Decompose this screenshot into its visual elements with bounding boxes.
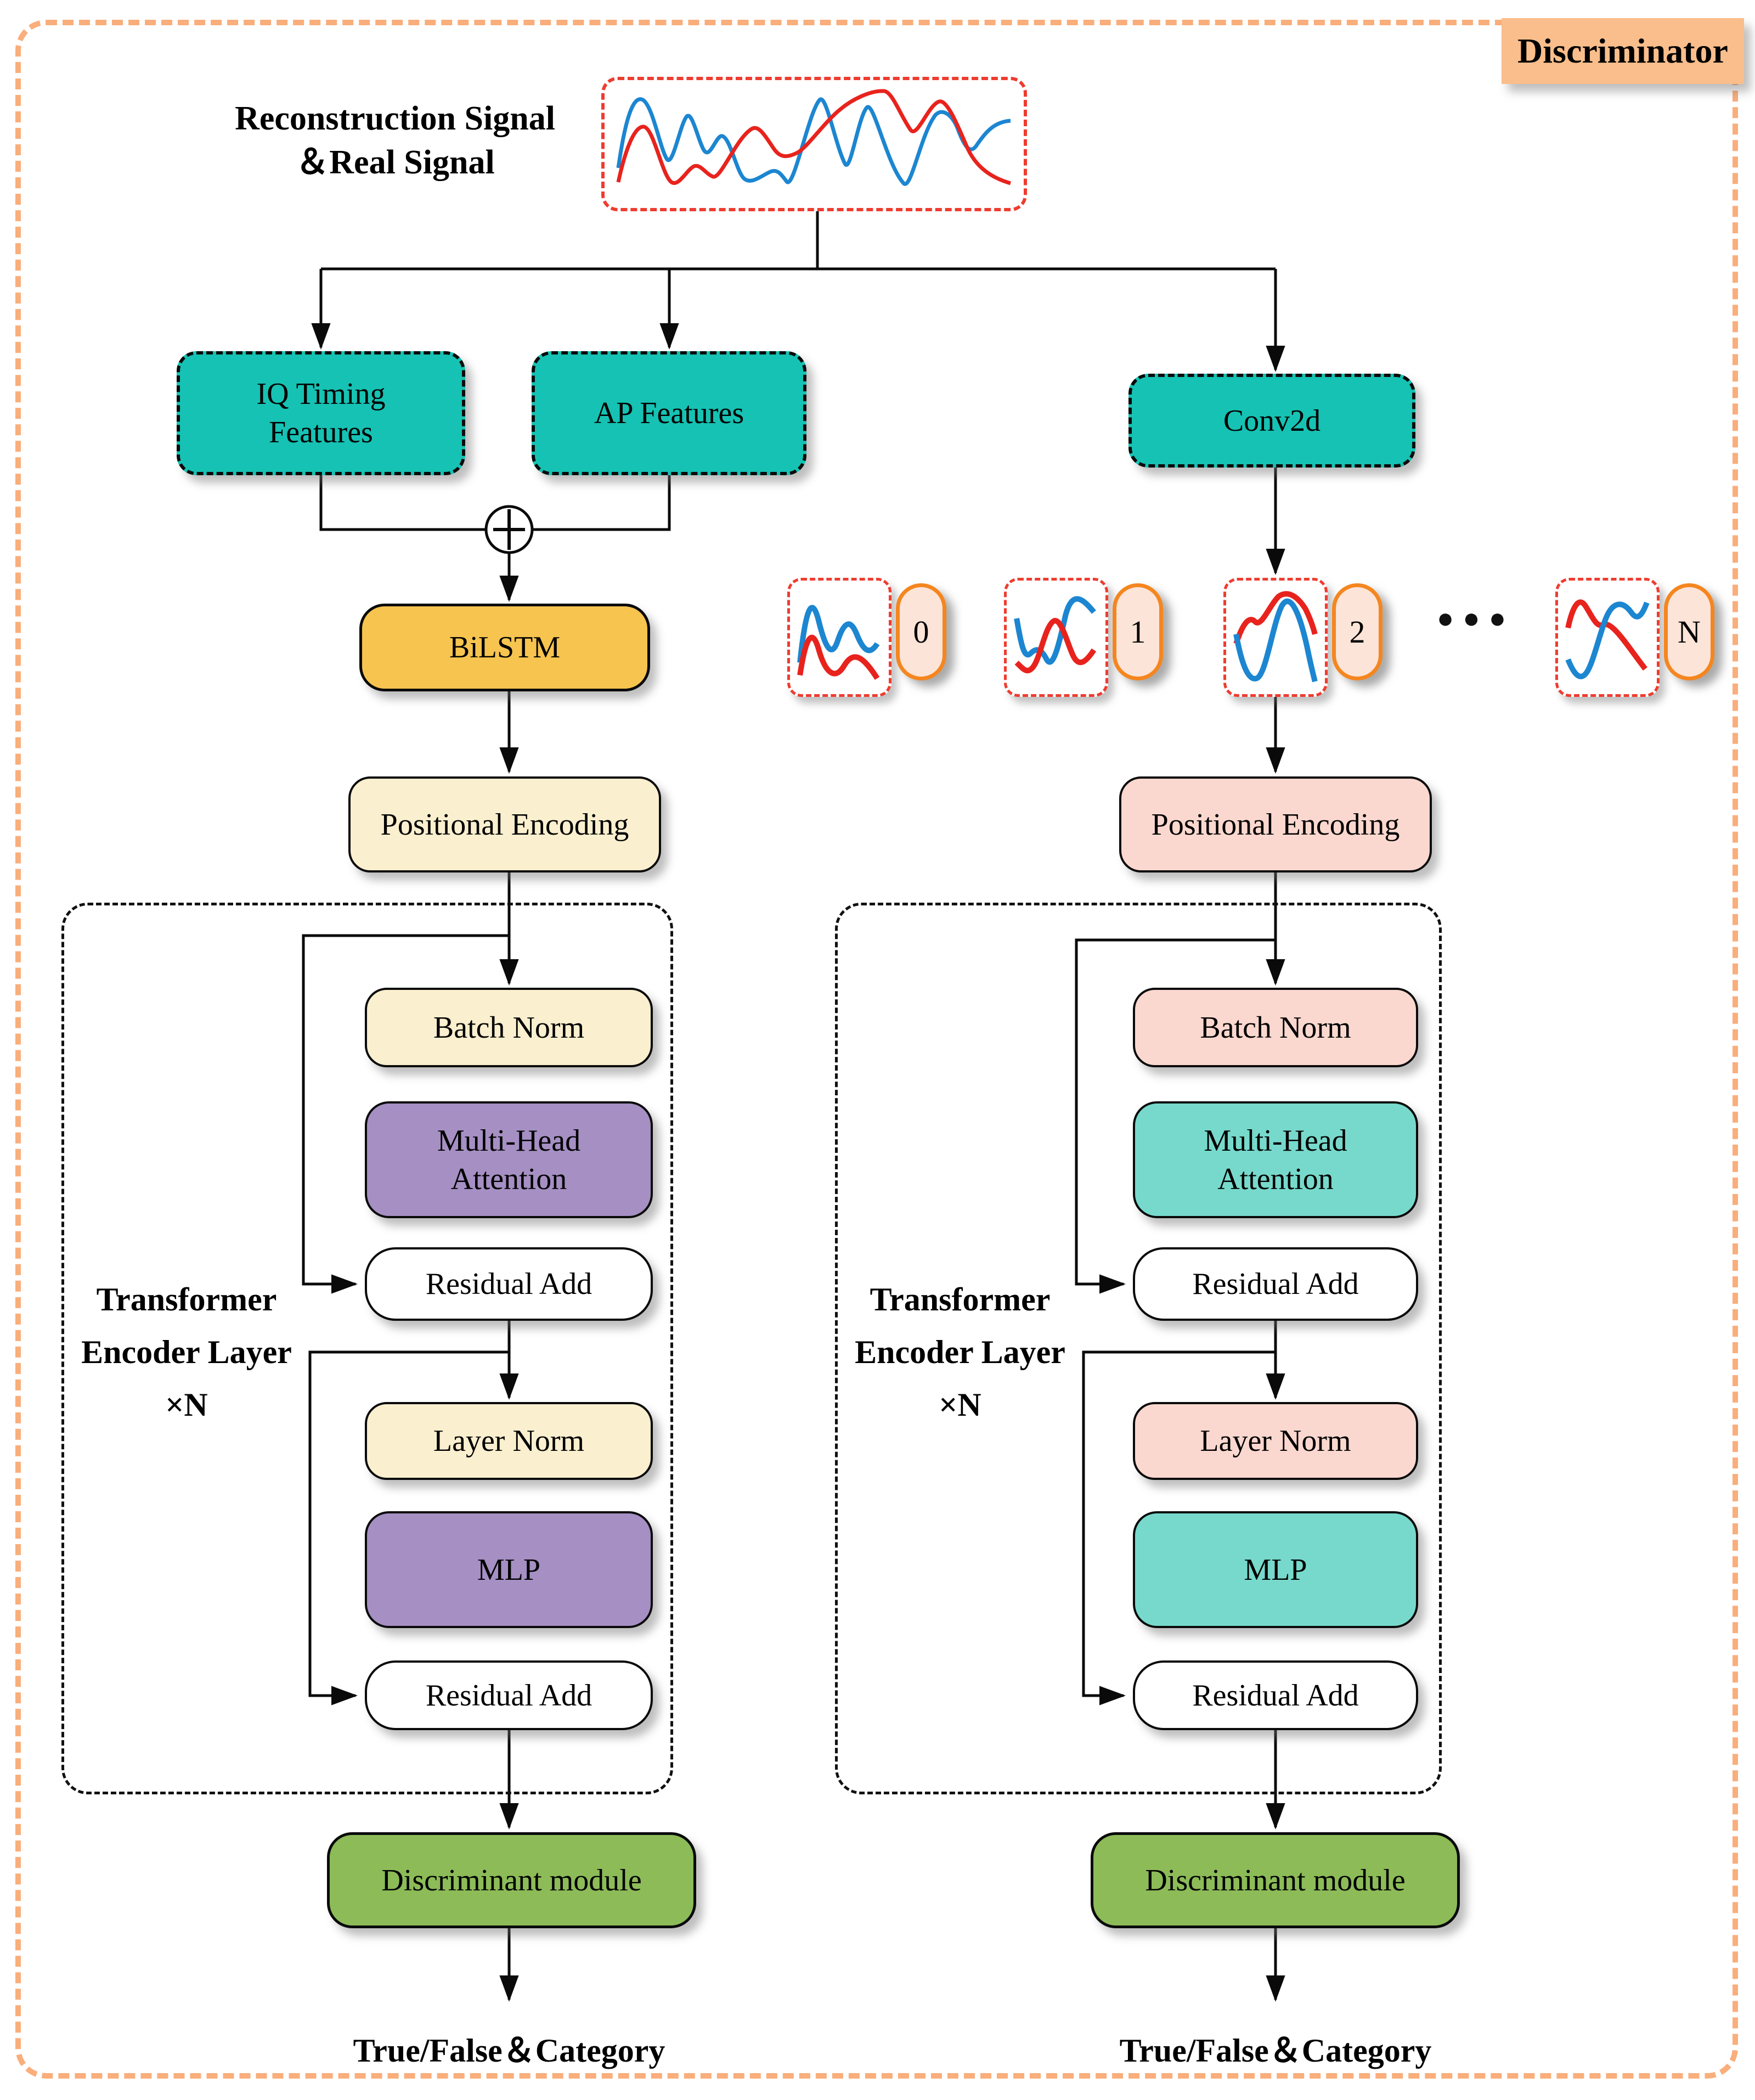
layer-norm-right: Layer Norm (1133, 1402, 1418, 1480)
output-label-left: True/False＆Category (353, 2033, 665, 2069)
patch-1-waveform (1014, 596, 1097, 673)
discriminator-tag: Discriminator (1502, 18, 1744, 84)
transformer-encoder-box-left (61, 903, 673, 1794)
conv2d-box: Conv2d (1128, 374, 1415, 468)
input-signal-plot (601, 77, 1027, 211)
reconstruction-signal-wave-red (616, 89, 1011, 185)
ap-features-box: AP Features (532, 351, 806, 475)
bilstm-box: BiLSTM (359, 604, 650, 691)
residual-add-1-right: Residual Add (1133, 1247, 1418, 1321)
residual-add-2-left: Residual Add (365, 1660, 653, 1730)
signal-patch-1 (1004, 578, 1108, 697)
skip1-left (302, 934, 509, 1294)
iq-merge-line (319, 475, 485, 531)
residual-add-1-left: Residual Add (365, 1247, 653, 1321)
real-signal-wave-blue (616, 97, 1011, 186)
patch-n-waveform (1565, 599, 1650, 679)
multi-head-attention-left: Multi-Head Attention (365, 1101, 653, 1218)
add-icon (484, 505, 534, 554)
transformer-encoder-box-right (835, 903, 1442, 1794)
encoder-label-left: Transformer Encoder Layer ×N (81, 1281, 292, 1423)
output-label-right: True/False＆Category (1119, 2033, 1432, 2069)
patch-index-0: 0 (896, 583, 946, 680)
positional-encoding-left: Positional Encoding (348, 776, 661, 872)
patch-2-waveform (1233, 591, 1318, 683)
signal-patch-n (1555, 578, 1660, 697)
mlp-right: MLP (1133, 1511, 1418, 1628)
patch-index-n: N (1664, 583, 1714, 680)
encoder-label-right: Transformer Encoder Layer ×N (855, 1281, 1065, 1423)
multi-head-attention-right: Multi-Head Attention (1133, 1101, 1418, 1218)
ap-merge-line (533, 475, 671, 531)
mlp-left: MLP (365, 1511, 653, 1628)
skip2-left (308, 1350, 509, 1705)
positional-encoding-right: Positional Encoding (1119, 776, 1432, 872)
batch-norm-right: Batch Norm (1133, 988, 1418, 1067)
batch-norm-left: Batch Norm (365, 988, 653, 1067)
layer-norm-left: Layer Norm (365, 1402, 653, 1480)
patch-index-2: 2 (1332, 583, 1382, 680)
patch-0-waveform (797, 605, 880, 680)
iq-timing-features-box: IQ Timing Features (177, 351, 465, 475)
input-signal-label-line2: ＆Real Signal (295, 144, 495, 181)
signal-patch-2 (1223, 578, 1328, 697)
input-signal-label-line1: Reconstruction Signal (235, 100, 555, 137)
discriminant-module-left: Discriminant module (327, 1832, 696, 1928)
skip2-right (1082, 1350, 1276, 1705)
signal-waveforms (616, 89, 1011, 186)
patch-ellipsis: ●●● (1436, 603, 1515, 634)
discriminant-module-right: Discriminant module (1091, 1832, 1460, 1928)
residual-add-2-right: Residual Add (1133, 1660, 1418, 1730)
patch-index-1: 1 (1113, 583, 1163, 680)
discriminator-boundary (15, 20, 1738, 2079)
signal-patch-0 (787, 578, 891, 697)
skip1-right (1075, 938, 1276, 1294)
